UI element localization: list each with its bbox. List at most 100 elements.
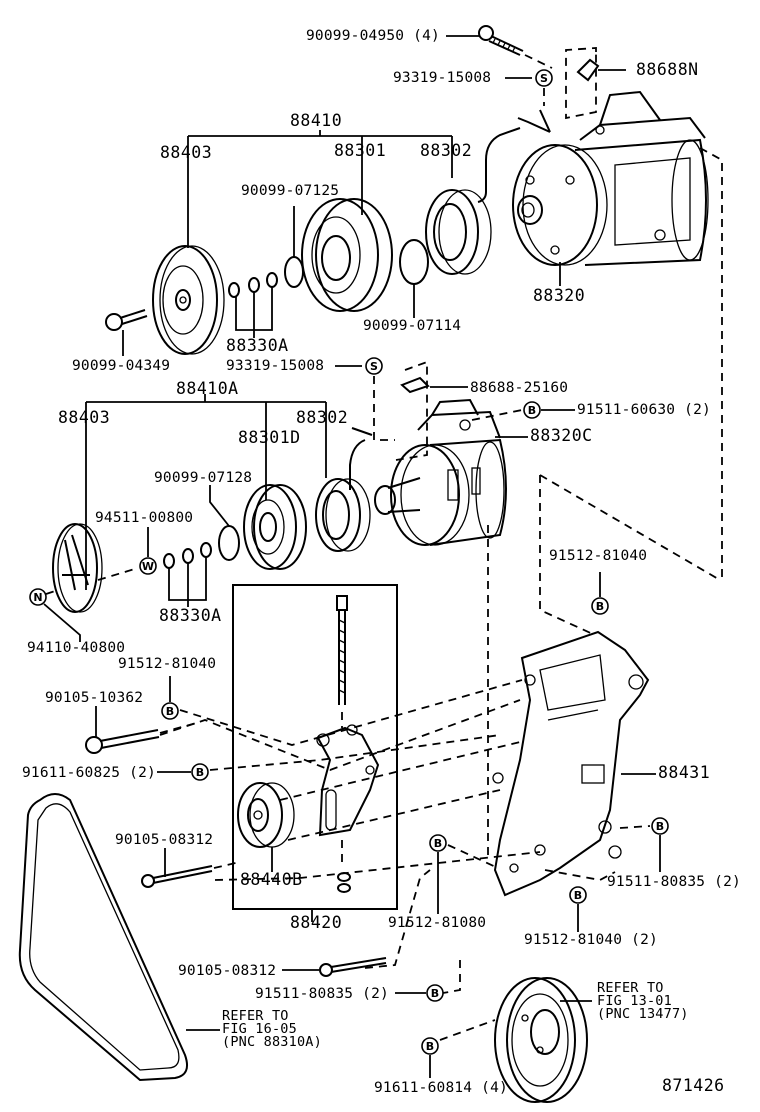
- belt-reference-note: REFER TO FIG 16-05 (PNC 88310A): [222, 1009, 322, 1049]
- label-stator-88302: 88302: [420, 141, 473, 160]
- idler-pulley-88440B: [237, 782, 295, 848]
- wire-harness: [477, 109, 551, 203]
- label-bolt-91512-81080: 91512-81080: [388, 915, 487, 931]
- label-bolt-91512-81040-2: 91512-81040 (2): [524, 932, 658, 948]
- bolt-b-symbol-040-2: B: [569, 886, 587, 904]
- label-compressor-88320C: 88320C: [530, 426, 593, 445]
- washer-w-symbol: W: [139, 557, 157, 575]
- assembly-line: [471, 409, 523, 421]
- bolt-90105-08312-icon: [141, 865, 213, 888]
- assembly-line: [159, 699, 521, 771]
- assembly-line: [213, 861, 241, 869]
- group-bracket-88410A: [85, 394, 327, 590]
- bolt-icon: [478, 25, 524, 56]
- assembly-line: [179, 679, 523, 746]
- assembly-line: [97, 567, 139, 581]
- label-idler-assy-88420: 88420: [290, 913, 343, 932]
- bolt-b-symbol-crank: B: [421, 1037, 439, 1055]
- wire-harness-mid: [349, 427, 373, 490]
- leader-line: [168, 557, 207, 607]
- label-bolt-90105-08312-mid: 90105-08312: [115, 832, 214, 848]
- pressure-plate-88403: [152, 245, 225, 355]
- bolt-b-symbol-mid: B: [523, 401, 541, 419]
- nut-icon: [337, 872, 351, 893]
- idler-bracket: [316, 724, 380, 837]
- label-bolt-91511-80835-right: 91511-80835 (2): [607, 874, 741, 890]
- idler-assembly-box: [232, 584, 398, 910]
- label-bolt-91511-60630: 91511-60630 (2): [577, 402, 711, 418]
- label-bolt-90099-04950: 90099-04950 (4): [306, 28, 440, 44]
- compressor-88320C: [374, 398, 507, 546]
- figure-number: 871426: [662, 1076, 725, 1095]
- compressor-88320: [512, 90, 709, 266]
- svg-text:B: B: [528, 404, 536, 417]
- pulley-reference-note: REFER TO FIG 13-01 (PNC 13477): [597, 981, 689, 1022]
- assembly-line: [159, 721, 201, 734]
- pulley-note-line2: FIG 13-01: [597, 993, 672, 1009]
- label-bolt-90105-08312-bottom: 90105-08312: [178, 963, 277, 979]
- rotor-pulley-88301: [301, 198, 393, 312]
- label-shims-88330A: 88330A: [226, 336, 289, 355]
- label-bolt-91512-81040-right: 91512-81040: [549, 548, 648, 564]
- label-bracket-88431: 88431: [658, 763, 711, 782]
- label-bolt-90105-10362: 90105-10362: [45, 690, 144, 706]
- snap-ring-07125: [284, 256, 304, 288]
- assembly-line: [699, 147, 723, 579]
- label-snap-ring-90099-07114: 90099-07114: [363, 318, 462, 334]
- rotor-pulley-88301D: [243, 484, 307, 570]
- label-rotor-88301D: 88301D: [238, 428, 301, 447]
- group-bracket-88410: [187, 130, 453, 248]
- assembly-line: [539, 474, 721, 581]
- assembly-line: [364, 869, 431, 969]
- label-rotor-88301: 88301: [334, 141, 387, 160]
- label-compressor-88320: 88320: [533, 286, 586, 305]
- washer-s-symbol-top: S: [535, 69, 553, 87]
- svg-text:S: S: [370, 360, 378, 373]
- leader-line: [235, 287, 273, 338]
- assembly-line: [524, 54, 553, 69]
- washer-s-symbol-mid: S: [365, 357, 383, 375]
- bolt-90105-10362-icon: [85, 729, 160, 754]
- label-clip-88688-25160: 88688-25160: [470, 380, 569, 396]
- label-clutch-assy-88410A: 88410A: [176, 379, 239, 398]
- svg-text:B: B: [434, 837, 442, 850]
- assembly-line: [287, 789, 501, 841]
- assembly-line: [45, 589, 59, 595]
- pulley-note-line3: (PNC 13477): [597, 1006, 689, 1022]
- svg-text:B: B: [596, 600, 604, 613]
- assembly-line: [447, 844, 499, 869]
- leader-line: [209, 485, 230, 527]
- svg-text:B: B: [166, 705, 174, 718]
- label-bolt-91511-80835-bottom: 91511-80835 (2): [255, 986, 389, 1002]
- label-bolt-91512-81040-left: 91512-81040: [118, 656, 217, 672]
- label-washer-93319-15008-top: 93319-15008: [393, 70, 492, 86]
- svg-text:B: B: [656, 820, 664, 833]
- svg-text:N: N: [33, 591, 42, 604]
- label-clutch-assy-88410: 88410: [290, 111, 343, 130]
- hub-bolt-icon: [105, 309, 148, 331]
- assembly-line: [279, 741, 521, 801]
- snap-ring-07128: [218, 525, 240, 561]
- adjusting-bolt-icon: [336, 595, 348, 705]
- field-coil-88302-mid: [315, 478, 371, 552]
- svg-text:W: W: [142, 560, 154, 573]
- assembly-line: [544, 869, 616, 881]
- label-washer-94511-00800: 94511-00800: [95, 510, 194, 526]
- svg-text:B: B: [196, 766, 204, 779]
- label-snap-ring-90099-07125: 90099-07125: [241, 183, 340, 199]
- clip-icon: [576, 58, 600, 82]
- bolt-bottom-icon: [319, 957, 387, 977]
- shims-88330A: [228, 272, 278, 298]
- bolt-b-symbol-right: B: [651, 817, 669, 835]
- clip-frame: [565, 47, 597, 120]
- nut-n-symbol: N: [29, 588, 47, 606]
- field-coil-88302: [425, 189, 492, 275]
- label-nut-94110-40800: 94110-40800: [27, 640, 126, 656]
- leader-line: [43, 603, 81, 642]
- bolt-b-symbol-left-upper: B: [161, 702, 179, 720]
- label-stator-88302-mid: 88302: [296, 408, 349, 427]
- svg-text:S: S: [540, 72, 548, 85]
- label-clip-88688N: 88688N: [636, 60, 699, 79]
